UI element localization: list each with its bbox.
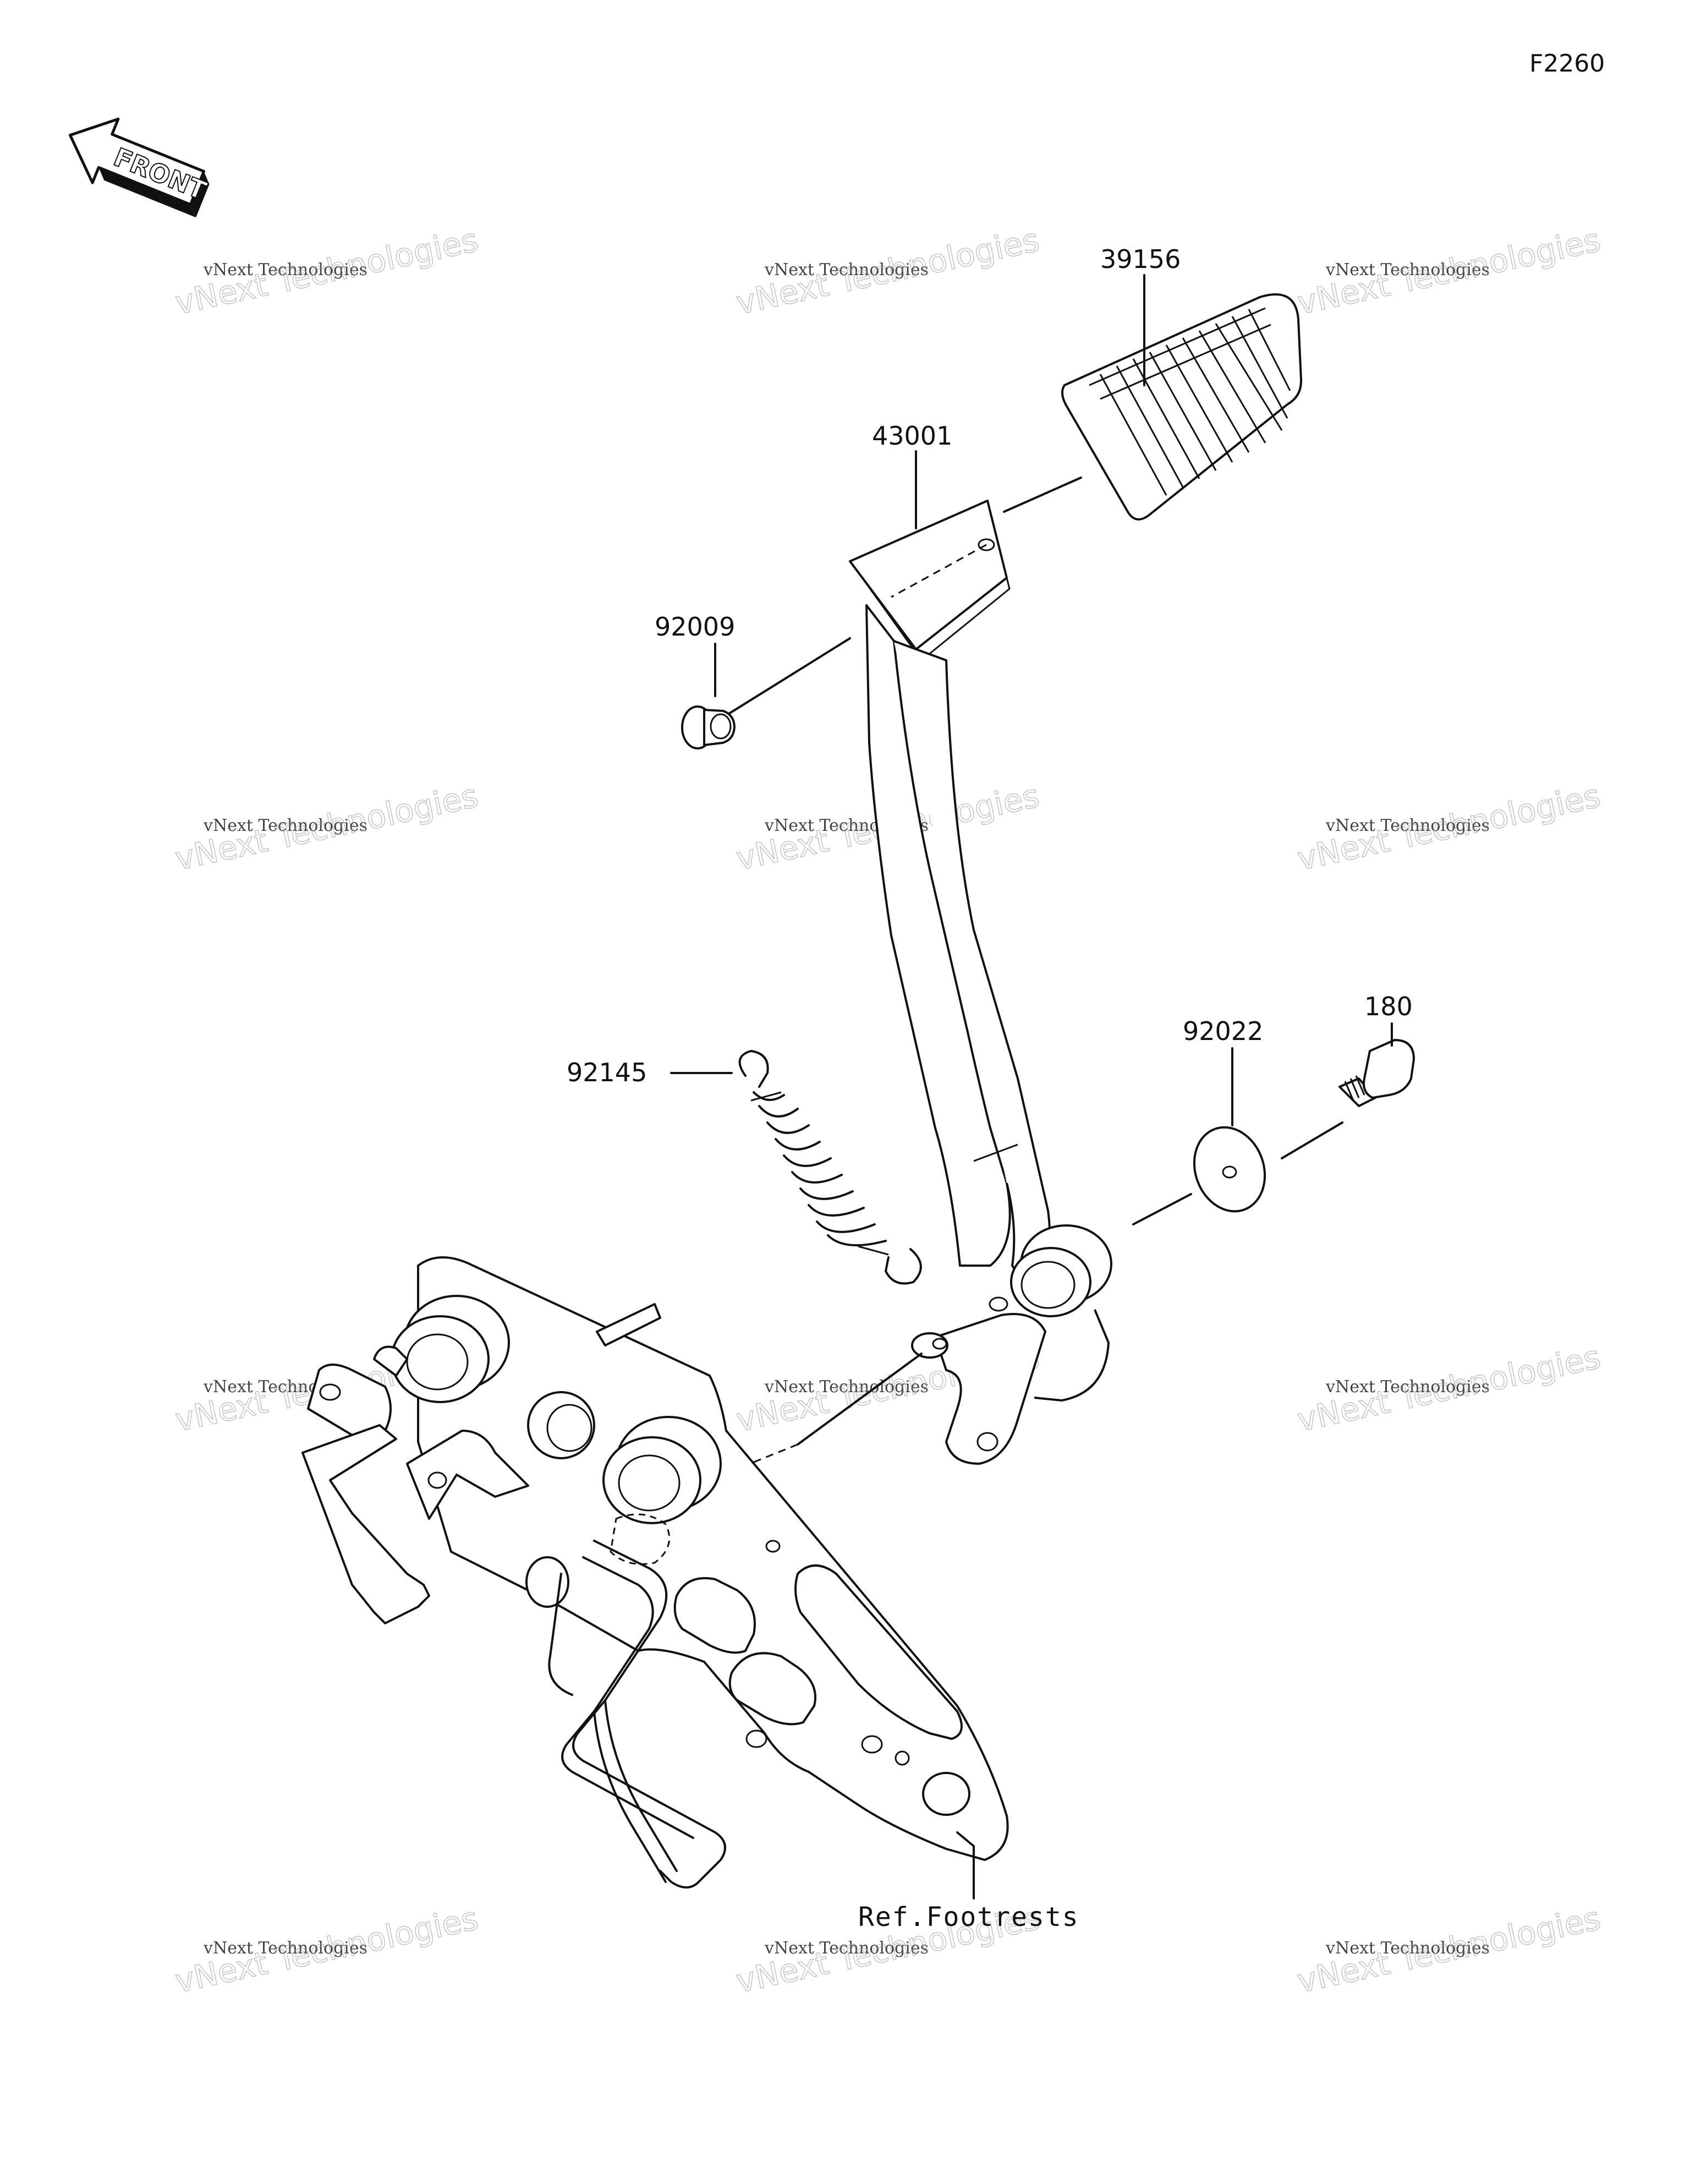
assembly-line-hidden (891, 544, 987, 598)
bolt-180 (1338, 1039, 1415, 1107)
watermark-text: vNext Technologies (1325, 1377, 1490, 1397)
front-arrow-icon: FRONT (69, 117, 211, 218)
reference-note: Ref.Footrests (858, 1902, 1079, 1933)
watermark-text: vNext Technologies (764, 1939, 929, 1958)
watermark-text: vNext Technologies (1325, 816, 1490, 835)
footrest-bracket-reference (301, 1256, 1009, 1889)
assembly-line (1132, 1193, 1192, 1225)
part-number-92009: 92009 (655, 612, 735, 642)
pedal-rubber-pad (1061, 293, 1303, 521)
assembly-line (725, 637, 851, 716)
assembly-line (797, 1353, 923, 1446)
watermark-text: vNext Technologies (1325, 1939, 1490, 1958)
assembly-line (1281, 1121, 1343, 1159)
part-number-43001: 43001 (872, 421, 952, 451)
assembly-line (1003, 477, 1082, 513)
part-number-39156: 39156 (1100, 244, 1181, 274)
part-number-92145: 92145 (567, 1058, 647, 1087)
brake-pedal-arm (849, 500, 1112, 1465)
washer-92022 (1193, 1126, 1266, 1213)
leader-ref (956, 1831, 975, 1847)
watermark-text: vNext Technologies (203, 1939, 367, 1958)
part-number-92022: 92022 (1183, 1016, 1263, 1046)
screw-92009 (681, 705, 736, 749)
return-spring-92145 (738, 1050, 922, 1285)
watermark-text: vNext Technologies (1325, 260, 1490, 280)
figure-code: F2260 (1529, 50, 1605, 78)
watermark-text: vNext Technologies (203, 816, 367, 835)
watermark-text: vNext Technologies (764, 260, 929, 280)
part-number-180: 180 (1364, 992, 1413, 1021)
watermark-text: vNext Technologies (203, 260, 367, 280)
watermark-text: vNext Technologies (764, 1377, 929, 1397)
